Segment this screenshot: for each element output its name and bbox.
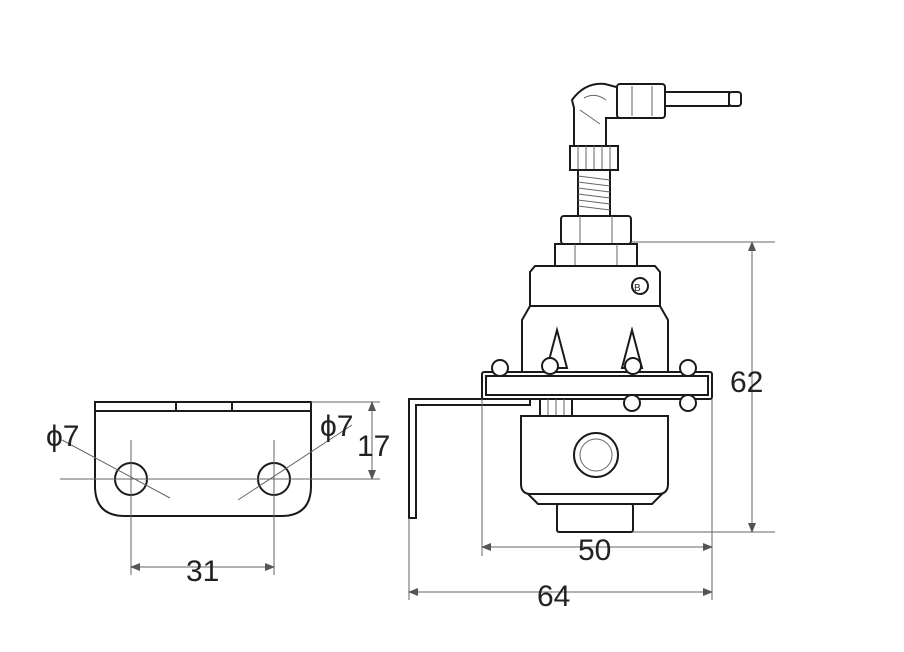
width-64-label: 64 <box>537 580 570 613</box>
width-50-label: 50 <box>578 534 611 567</box>
hole-left-diameter-label: ϕ7 <box>46 420 80 453</box>
regulator-side-view: B <box>408 82 775 613</box>
l-bracket <box>408 398 531 519</box>
vacuum-elbow-fitting <box>570 82 742 147</box>
fuel-port <box>573 432 619 478</box>
bracket-plate <box>94 401 312 517</box>
height-17-label: 17 <box>357 430 390 463</box>
adjuster-lock-nut <box>554 215 638 267</box>
svg-text:B: B <box>634 283 641 294</box>
regulator-lower-body <box>520 415 669 533</box>
hole-right-leader <box>237 424 353 501</box>
height-62-label: 62 <box>730 366 763 399</box>
hole-left-leader <box>61 439 171 499</box>
regulator-upper-body: B <box>521 265 669 373</box>
hole-spacing-label: 31 <box>186 555 219 588</box>
bracket-front-view: ϕ7 ϕ7 17 31 <box>46 401 390 588</box>
hole-right-diameter-label: ϕ7 <box>320 410 354 443</box>
regulator-flange <box>481 357 713 417</box>
fitting-nut-and-thread <box>569 145 619 217</box>
